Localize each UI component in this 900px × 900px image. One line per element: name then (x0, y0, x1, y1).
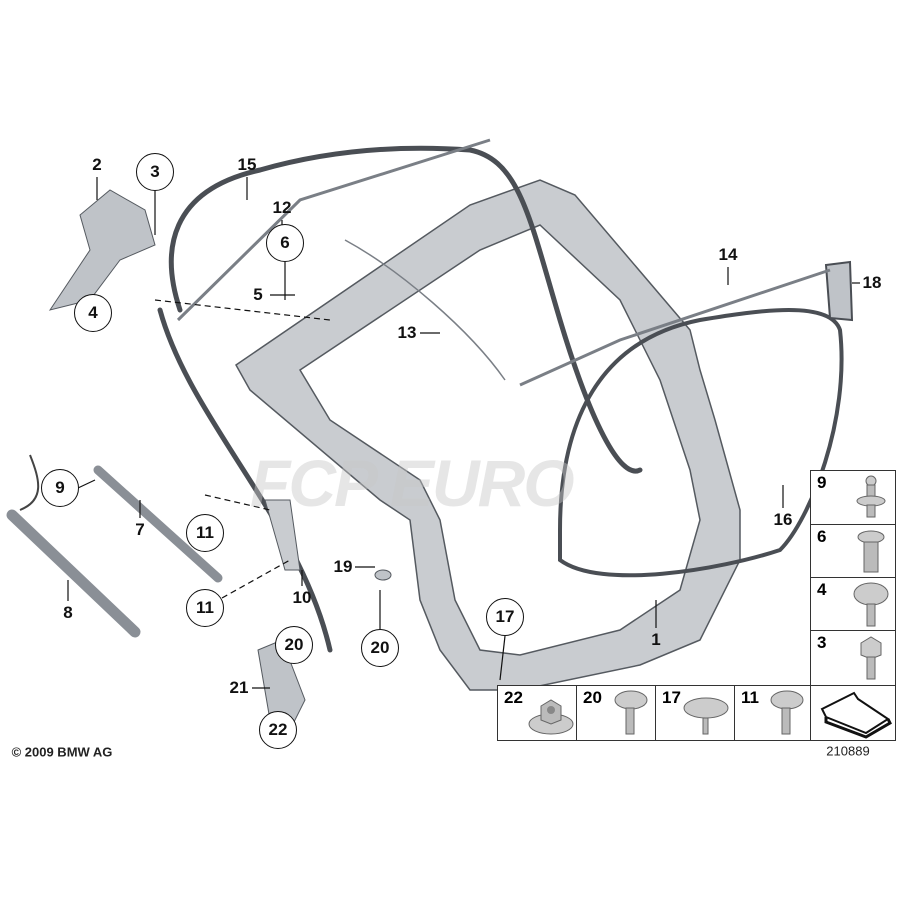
tailgate-frame-part-1 (235, 179, 741, 691)
callout-1: 1 (651, 630, 661, 649)
screw-icon (770, 690, 804, 735)
screw-icon (857, 530, 885, 573)
callout-9: 9 (41, 469, 79, 507)
hardware-label: 22 (504, 688, 523, 707)
callout-19: 19 (333, 557, 353, 576)
callout-12: 12 (272, 198, 292, 217)
copyright: © 2009 BMW AG (11, 744, 113, 760)
callout-3: 3 (136, 153, 174, 191)
bracket-part-10 (264, 499, 301, 571)
orientation-arrow-cell (810, 685, 896, 741)
hardware-cell-20: 20 (576, 685, 656, 741)
callout-4: 4 (74, 294, 112, 332)
hardware-cell-9: 9 (810, 470, 896, 525)
part-18 (824, 260, 854, 322)
callout-15: 15 (237, 155, 257, 174)
screw-icon (614, 690, 648, 735)
trim-part-14 (519, 268, 831, 387)
hardware-label: 17 (662, 688, 681, 707)
hardware-label: 9 (817, 473, 827, 492)
callout-21: 21 (229, 678, 249, 697)
callout-20-left: 20 (275, 626, 313, 664)
seal-part-16 (558, 308, 844, 578)
seals (157, 145, 854, 653)
hardware-label: 11 (741, 688, 759, 707)
gas-struts (6, 454, 223, 638)
screw-icon (853, 582, 889, 627)
part-19 (374, 569, 392, 581)
hardware-label: 6 (817, 527, 827, 546)
plug-icon (683, 697, 729, 735)
hardware-cell-6: 6 (810, 524, 896, 578)
callout-20-right: 20 (361, 629, 399, 667)
hardware-label: 4 (817, 580, 827, 599)
diagram-number: 210889 (826, 743, 870, 759)
cable-part-13 (344, 239, 506, 381)
callout-5: 5 (253, 285, 263, 304)
hardware-label: 20 (583, 688, 602, 707)
hardware-cell-4: 4 (810, 577, 896, 631)
seal-part-15 (168, 145, 643, 474)
hardware-cell-11: 11 (734, 685, 811, 741)
hardware-cell-3: 3 (810, 630, 896, 686)
hardware-label: 3 (817, 633, 827, 652)
leader-lines (67, 177, 860, 689)
callout-16: 16 (773, 510, 793, 529)
seal-side (157, 307, 333, 653)
callout-14: 14 (718, 245, 738, 264)
hardware-cell-17: 17 (655, 685, 735, 741)
orientation-arrow-icon (820, 691, 892, 739)
callout-22: 22 (259, 711, 297, 749)
watermark: FCP EURO (250, 446, 575, 520)
hinge-part-2 (48, 189, 156, 311)
callout-11-lower: 11 (186, 589, 224, 627)
nut-icon (528, 699, 574, 735)
ball-stud-icon (856, 475, 886, 518)
callout-11-upper: 11 (186, 514, 224, 552)
callout-17: 17 (486, 598, 524, 636)
callout-7: 7 (135, 520, 145, 539)
callout-10: 10 (292, 588, 312, 607)
hex-bolt-icon (860, 636, 882, 680)
callout-8: 8 (63, 603, 73, 622)
callout-6: 6 (266, 224, 304, 262)
trim-part-12 (176, 138, 491, 322)
hardware-cell-22: 22 (497, 685, 577, 741)
callout-2: 2 (92, 155, 102, 174)
callout-18: 18 (862, 273, 882, 292)
callout-13: 13 (397, 323, 417, 342)
